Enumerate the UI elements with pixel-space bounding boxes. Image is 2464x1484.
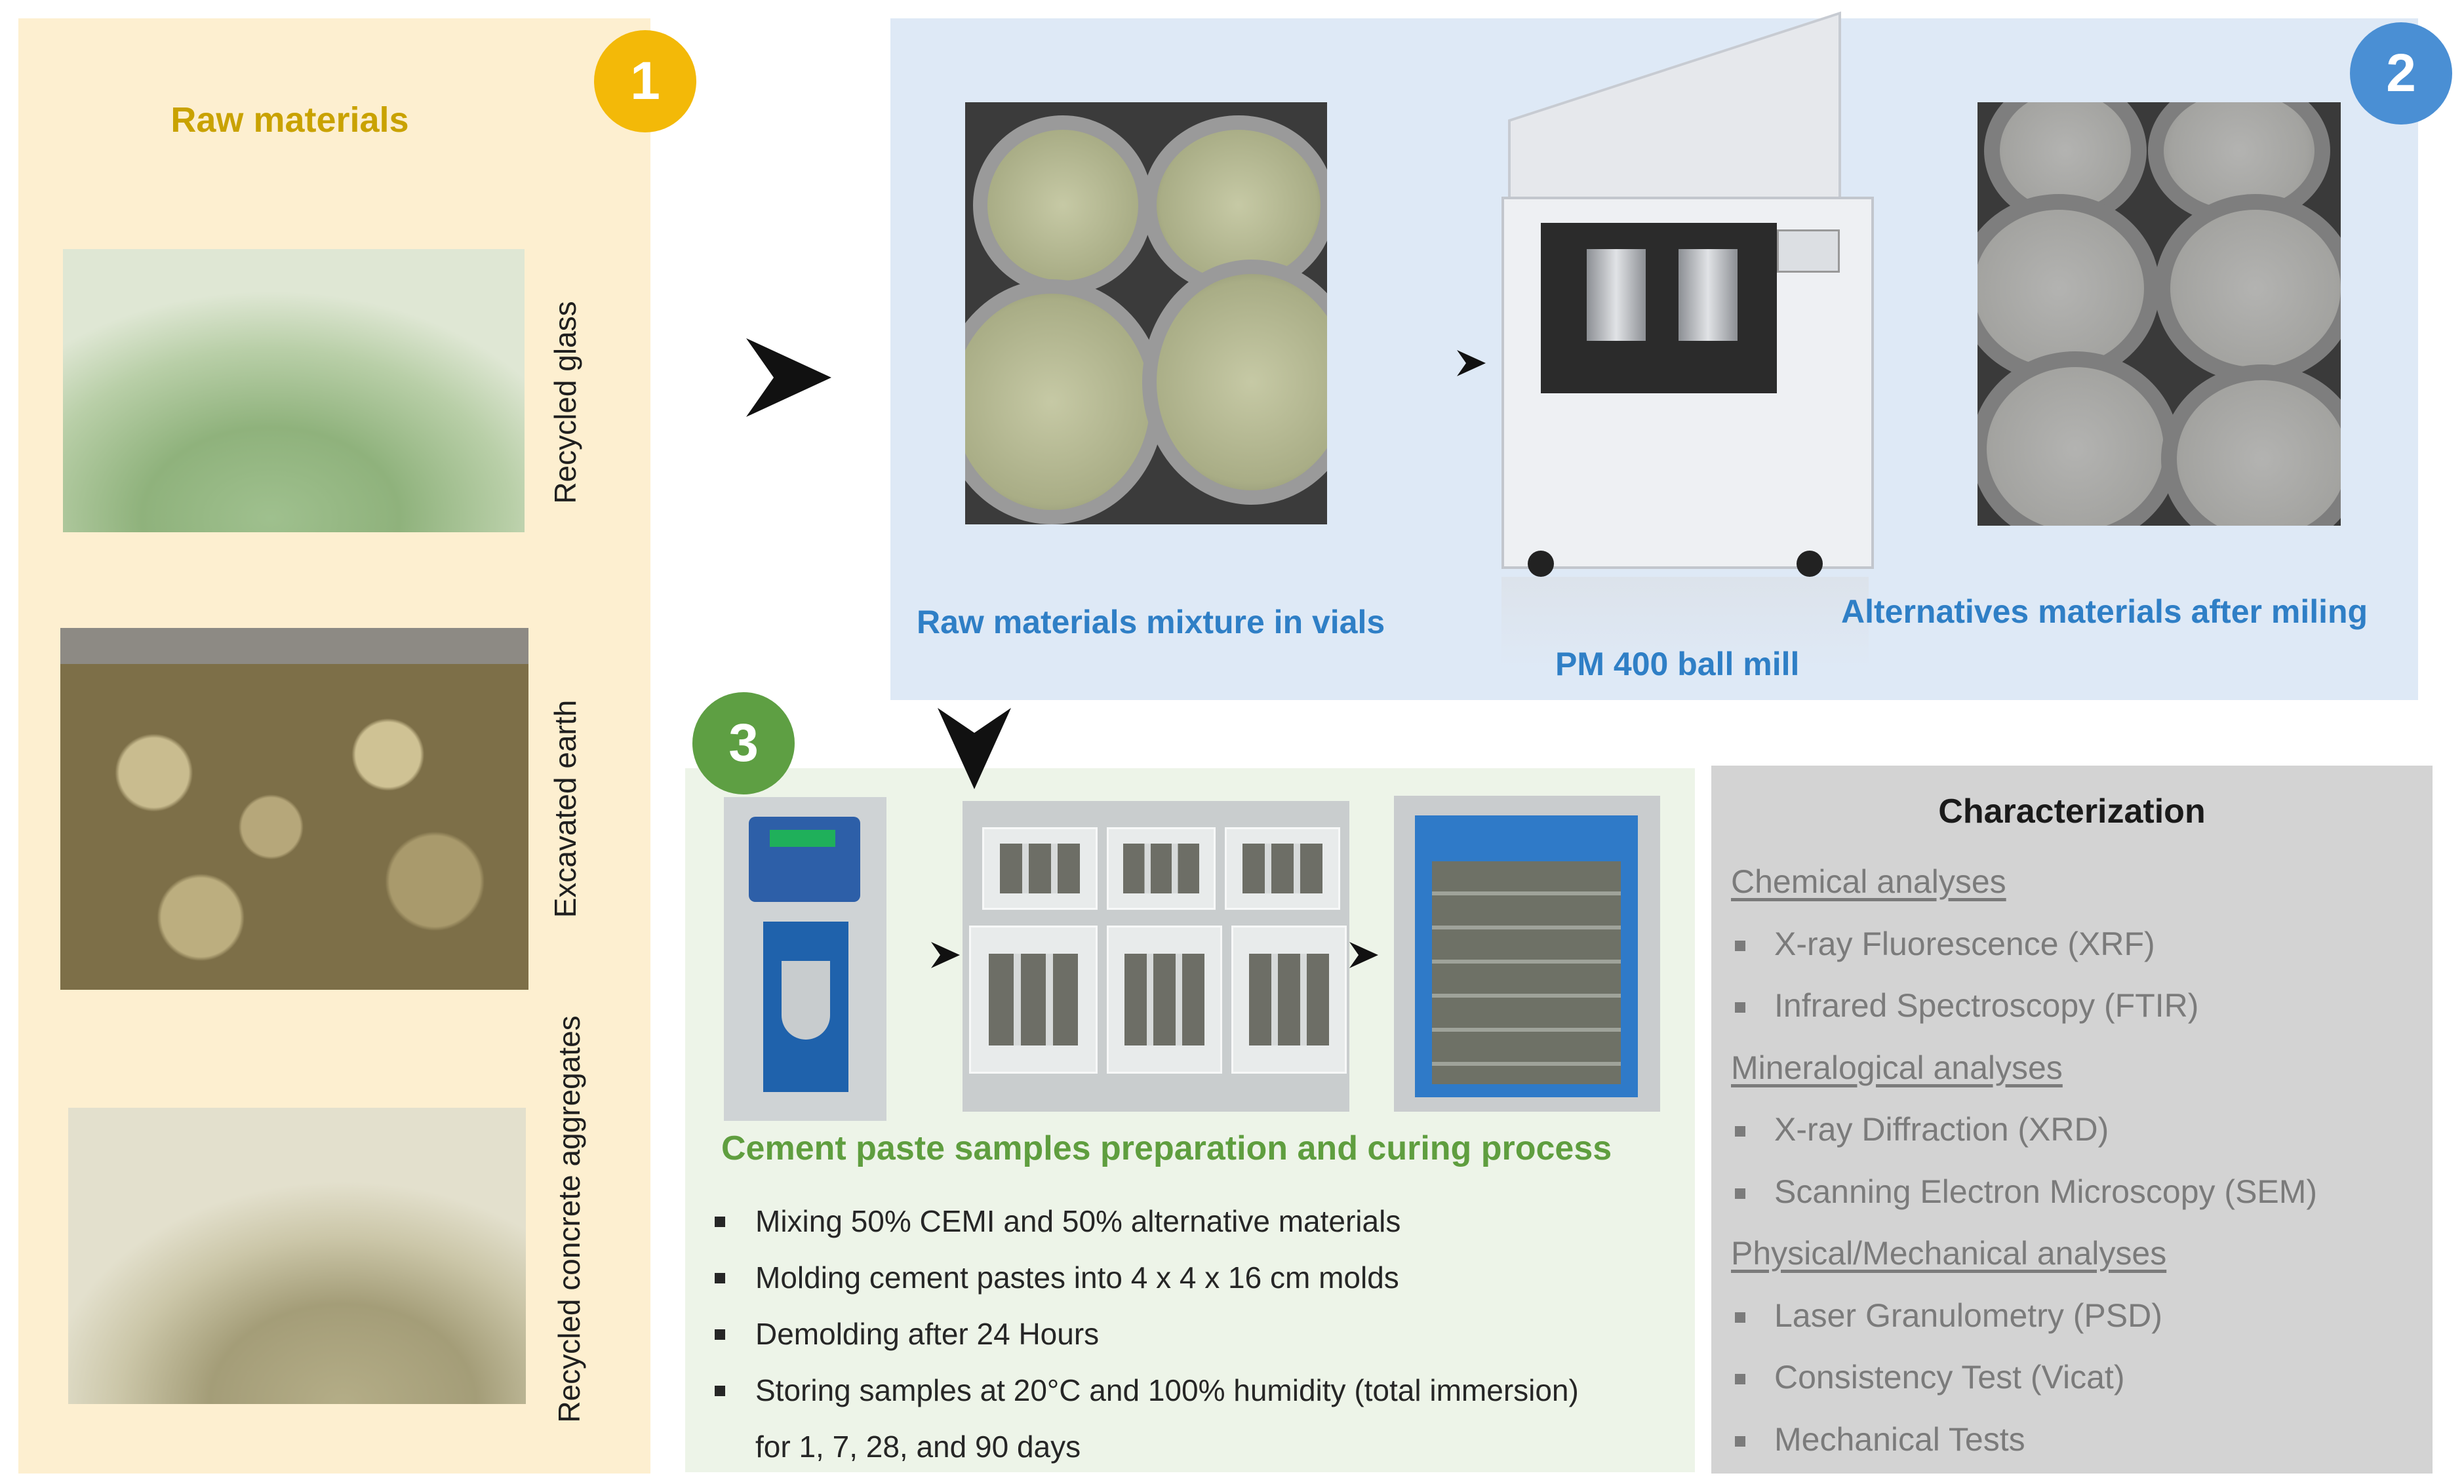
after-milling-caption: Alternatives materials after miling [1841, 593, 2368, 630]
analysis-item: Laser Granulometry (PSD) [1731, 1285, 2426, 1347]
group-heading: Physical/Mechanical analyses [1731, 1235, 2167, 1272]
recycled-concrete-aggregates-photo [68, 1108, 526, 1404]
vials-caption: Raw materials mixture in vials [917, 604, 1385, 640]
arrow-down-icon [938, 708, 1011, 789]
excavated-earth-label: Excavated earth [548, 699, 582, 918]
analysis-item: X-ray Diffraction (XRD) [1731, 1099, 2426, 1161]
vials-photo [965, 102, 1327, 524]
step-badge-2: 2 [2350, 22, 2452, 125]
group-heading: Chemical analyses [1731, 863, 2006, 900]
analysis-item: Scanning Electron Microscopy (SEM) [1731, 1161, 2426, 1223]
recycled-glass-label: Recycled glass [548, 301, 582, 504]
step-text: Storing samples at 20°C and 100% humidit… [755, 1373, 1579, 1407]
analysis-item: Consistency Test (Vicat) [1731, 1346, 2426, 1409]
analysis-item: X-ray Fluorescence (XRF) [1731, 913, 2426, 975]
step-item: Demolding after 24 Hours [708, 1306, 1679, 1362]
step-text-continued: for 1, 7, 28, and 90 days [755, 1430, 1081, 1464]
arrow-right-icon [931, 942, 960, 968]
mill-caption: PM 400 ball mill [1555, 646, 1800, 682]
curing-bin-photo [1394, 796, 1660, 1112]
ball-mill-photo [1488, 11, 1882, 682]
arrow-right-icon [1349, 942, 1378, 968]
raw-materials-title: Raw materials [170, 100, 409, 140]
analysis-item: Mechanical Tests [1731, 1409, 2426, 1471]
step-badge-3: 3 [692, 692, 795, 794]
recycled-glass-photo [63, 249, 525, 532]
mixer-photo [724, 797, 886, 1121]
cement-steps-list: Mixing 50% CEMI and 50% alternative mate… [708, 1193, 1679, 1475]
recycled-concrete-aggregates-label: Recycled concrete aggregates [552, 1015, 586, 1423]
step-item: Mixing 50% CEMI and 50% alternative mate… [708, 1193, 1679, 1249]
characterization-panel [1711, 766, 2433, 1474]
step-badge-1: 1 [594, 30, 696, 132]
characterization-list: Chemical analyses X-ray Fluorescence (XR… [1731, 851, 2426, 1470]
milled-materials-photo [1977, 102, 2341, 526]
step-item: Storing samples at 20°C and 100% humidit… [708, 1362, 1679, 1475]
characterization-title: Characterization [1938, 792, 2206, 830]
molds-photo [963, 801, 1349, 1112]
arrow-right-icon [1457, 350, 1486, 376]
analysis-item: Infrared Spectroscopy (FTIR) [1731, 975, 2426, 1037]
step-item: Molding cement pastes into 4 x 4 x 16 cm… [708, 1249, 1679, 1306]
excavated-earth-photo [60, 628, 528, 990]
arrow-right-icon [746, 338, 831, 417]
cement-process-title: Cement paste samples preparation and cur… [721, 1129, 1612, 1167]
group-heading: Mineralogical analyses [1731, 1049, 2063, 1086]
